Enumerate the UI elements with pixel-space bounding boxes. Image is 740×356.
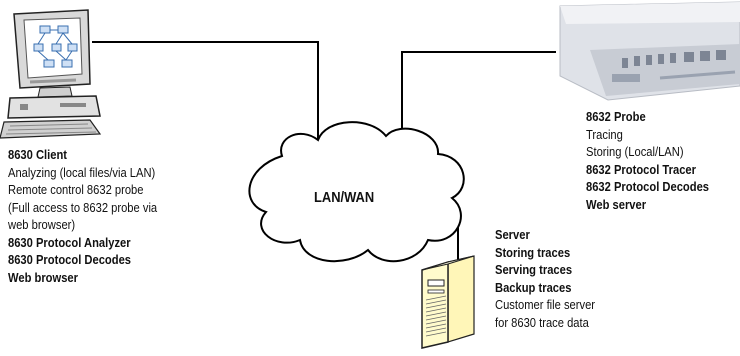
server-line: for 8630 trace data — [495, 314, 589, 330]
probe-device-icon — [559, 1, 740, 101]
client-line: Remote control 8632 probe — [8, 182, 144, 197]
probe-line: 8632 Protocol Tracer — [586, 161, 696, 177]
lan-wan-label: LAN/WAN — [314, 189, 375, 206]
server-description: Server Storing traces Serving traces Bac… — [495, 226, 595, 331]
server-line: Backup traces — [495, 279, 572, 295]
lan-wan-cloud — [248, 121, 465, 263]
client-line: 8630 Protocol Analyzer — [8, 234, 131, 250]
client-line: 8630 Protocol Decodes — [8, 252, 132, 267]
probe-link — [401, 51, 556, 163]
client-link — [92, 41, 319, 140]
server-line: Storing traces — [495, 244, 571, 260]
probe-line: 8632 Protocol Decodes — [586, 179, 710, 194]
client-title: 8630 Client — [8, 147, 68, 162]
client-line: Web browser — [8, 269, 78, 285]
probe-line: Web server — [586, 196, 647, 212]
probe-line: Storing (Local/LAN) — [586, 144, 684, 159]
server-line: Serving traces — [495, 262, 573, 277]
server-tower-icon — [421, 255, 475, 349]
probe-description: 8632 Probe Tracing Storing (Local/LAN) 8… — [586, 108, 709, 213]
client-line: (Full access to 8632 probe via — [8, 199, 158, 215]
server-line: Customer file server — [495, 297, 596, 312]
probe-line: Tracing — [586, 126, 623, 142]
server-title: Server — [495, 227, 530, 242]
client-description: 8630 Client Analyzing (local files/via L… — [8, 146, 157, 286]
client-line: Analyzing (local files/via LAN) — [8, 164, 156, 180]
client-line: web browser) — [8, 217, 76, 232]
client-computer-icon — [0, 9, 102, 139]
probe-title: 8632 Probe — [586, 109, 646, 124]
